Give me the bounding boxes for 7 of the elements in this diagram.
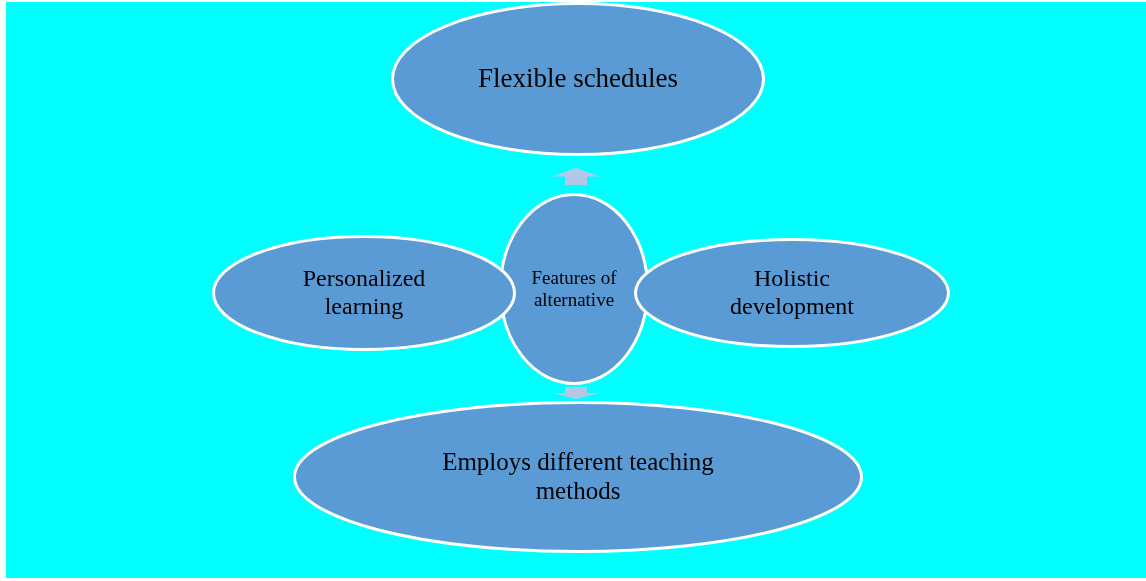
node-label: Employs different teaching methods [441, 448, 715, 506]
block-arrow [552, 168, 600, 185]
node-label: Personalized learning [301, 265, 427, 321]
node-label: Flexible schedules [477, 63, 679, 95]
block-arrow [552, 387, 600, 399]
node-label: Holistic development [729, 265, 855, 321]
node-label: Features of alternative [530, 267, 618, 311]
